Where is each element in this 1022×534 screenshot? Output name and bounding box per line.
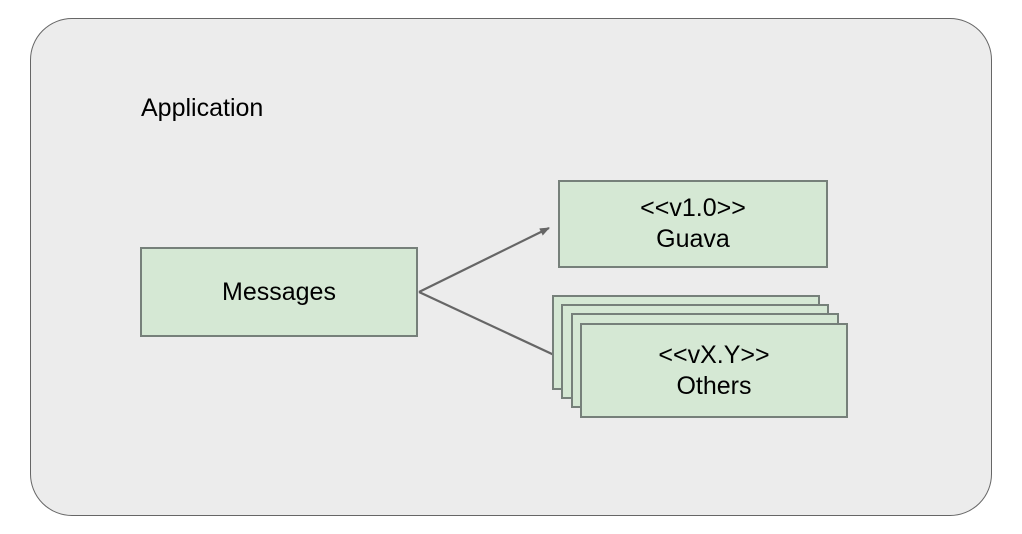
application-label: Application [141, 94, 264, 122]
node-messages[interactable]: Messages [140, 247, 418, 337]
node-others[interactable]: <<vX.Y>> Others [580, 323, 848, 418]
node-others-stereotype: <<vX.Y>> [658, 340, 770, 369]
node-guava[interactable]: <<v1.0>> Guava [558, 180, 828, 268]
node-others-stack[interactable]: <<vX.Y>> Others [552, 295, 848, 418]
node-messages-label: Messages [222, 277, 336, 306]
node-others-label: Others [676, 371, 752, 400]
node-guava-stereotype: <<v1.0>> [640, 194, 746, 222]
node-guava-label: Guava [656, 225, 730, 253]
